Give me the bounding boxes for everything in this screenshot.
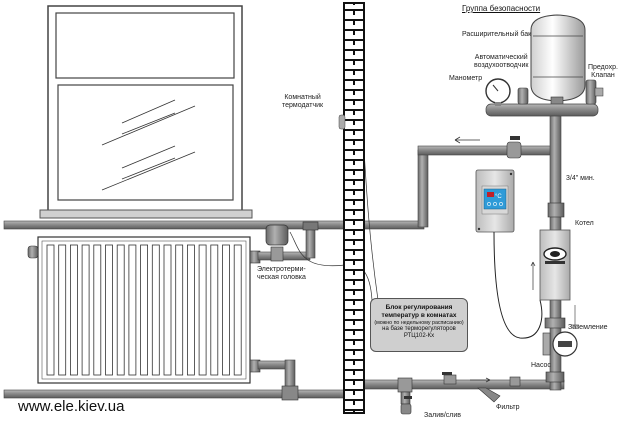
callout-line1: Блок регулирования (385, 304, 453, 311)
callout-line2: температур в комнатах (381, 311, 457, 319)
radiator-fin (105, 244, 113, 376)
room-sensor-label-line1: Комнатный (284, 94, 321, 101)
expansion-tank-label: Расширительный бак (462, 31, 532, 38)
radiator-fin (210, 244, 219, 376)
website-link[interactable]: www.ele.kiev.ua (18, 398, 125, 415)
air-vent-label: Автоматический воздухоотводчик (474, 54, 528, 70)
boiler (530, 202, 579, 328)
radiator-fin (58, 244, 67, 376)
air-vent-label-line2: воздухоотводчик (474, 62, 529, 70)
safety-group (485, 14, 604, 117)
radiator-fin (151, 244, 160, 376)
pipe-size-label: 3/4" мин. (566, 175, 595, 182)
safety-valve-label: Предохр. Клапан (588, 64, 618, 80)
boiler-label: Котел (575, 220, 594, 227)
radiator-fin (70, 244, 78, 376)
radiator-fin (233, 244, 242, 376)
room-sensor-label: Комнатный термодатчик (282, 94, 323, 110)
radiator-fin (128, 244, 137, 376)
air-vent-icon (517, 87, 529, 105)
room-sensor-icon (338, 114, 346, 130)
pressure-gauge-label: Манометр (449, 75, 483, 82)
filter-label: Фильтр (496, 404, 520, 411)
radiator-fin (186, 244, 195, 376)
radiator-fin (116, 244, 125, 376)
radiator-fin (175, 244, 184, 376)
supply-pipe-right (363, 220, 425, 230)
window (39, 5, 253, 219)
radiator-fin (46, 244, 55, 376)
radiator-fin (163, 244, 172, 376)
callout-line4: на базе терморегуляторов (382, 325, 456, 332)
radiator (27, 236, 261, 384)
circulation-pump (542, 317, 578, 383)
thermal-head-label: Электротерми- ческая головка (257, 266, 306, 282)
callout-line5: РТЦ102-Кх (403, 333, 435, 340)
callout-line3: (можно по недельному расписанию) (374, 319, 464, 326)
glass-reflection (101, 99, 196, 191)
room-sensor-label-line2: термодатчик (282, 102, 324, 110)
grounding-label: Заземление (568, 324, 608, 331)
room-control-callout: Блок регулирования температур в комнатах… (370, 298, 468, 352)
thermal-head-label-line2: ческая головка (257, 274, 306, 282)
radiator-fin (140, 244, 149, 376)
filter-icon (477, 387, 501, 403)
safety-valve-label-line2: Клапан (591, 72, 615, 80)
radiator-fin (222, 244, 230, 376)
temp-unit: °C (495, 194, 502, 200)
electrothermal-head (265, 224, 289, 246)
air-vent-label-line1: Автоматический (474, 54, 528, 61)
supply-pipe-left (3, 220, 345, 230)
fill-drain-label: Залив/слив (424, 412, 461, 419)
expansion-tank (530, 14, 586, 102)
radiator-fin (93, 244, 102, 376)
brick-wall (343, 2, 365, 414)
thermal-head-label-line1: Электротерми- (257, 266, 306, 273)
safety-group-title: Группа безопасности (462, 4, 541, 13)
pump-label: Насос (531, 362, 551, 369)
safety-manifold (485, 103, 599, 117)
thermostat-controller: °C (475, 169, 543, 339)
safety-valve-label-line1: Предохр. (588, 64, 618, 71)
radiator-return-connection (257, 359, 299, 401)
radiator-fin (198, 244, 207, 376)
return-line-fittings (397, 372, 521, 415)
safety-valve-icon (585, 79, 597, 105)
return-pipe-right (363, 379, 565, 390)
radiator-supply-valve (257, 221, 319, 262)
radiator-fin (81, 244, 90, 376)
